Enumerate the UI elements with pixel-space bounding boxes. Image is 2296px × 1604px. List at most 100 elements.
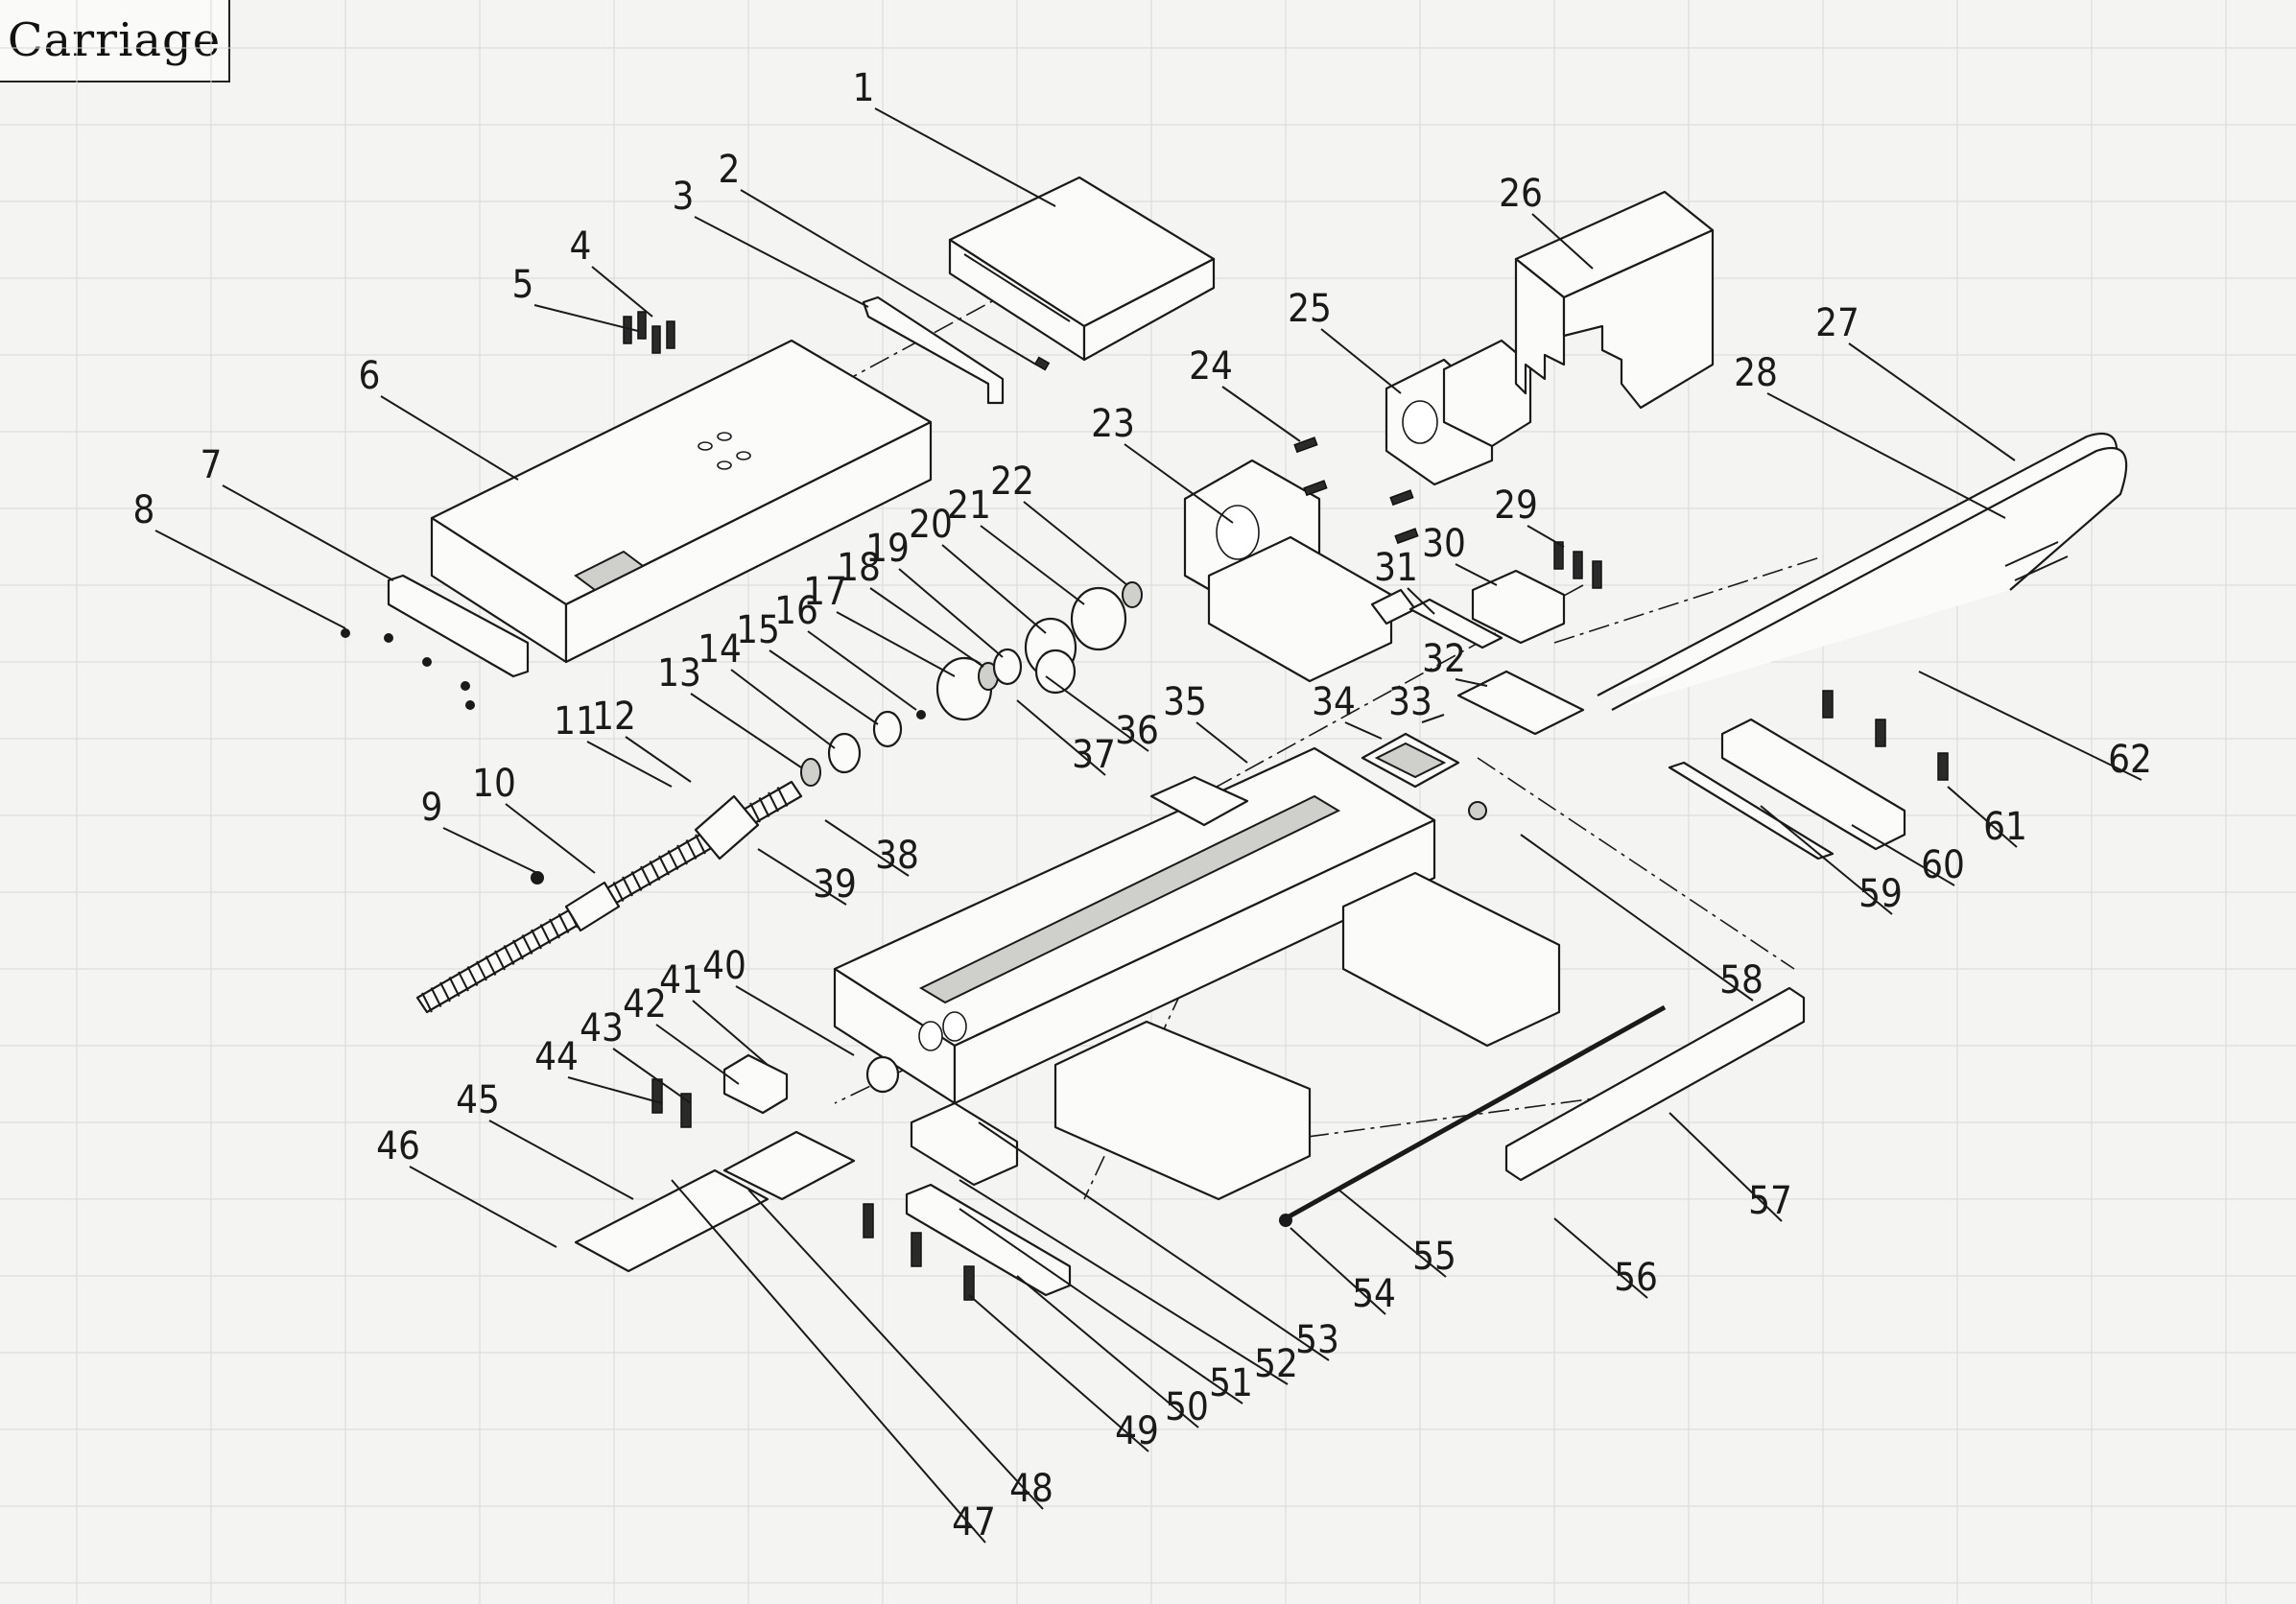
part-label-61: 61 [1983,805,2027,849]
leader-line-36 [1045,675,1149,752]
part-label-42: 42 [623,982,667,1026]
leader-line-11 [586,741,673,788]
leader-line-34 [1344,721,1383,740]
leader-line-10 [505,803,596,874]
part-6-housing [430,339,933,664]
part-label-3: 3 [673,175,695,219]
part-label-24: 24 [1189,344,1233,389]
part-label-40: 40 [702,944,746,988]
part-label-59: 59 [1858,872,1903,916]
leader-line-57 [1669,1112,1783,1222]
leader-line-52 [959,1179,1289,1385]
leader-line-42 [655,1024,740,1085]
leader-line-45 [488,1120,634,1200]
part-label-13: 13 [657,651,701,696]
leader-line-51 [959,1208,1243,1404]
leader-line-19 [898,568,1004,658]
leader-line-56 [1553,1217,1648,1299]
part-label-28: 28 [1734,351,1778,395]
part-label-18: 18 [837,546,881,590]
leader-line-33 [1421,714,1445,723]
leader-line-54 [1290,1227,1386,1315]
part-label-31: 31 [1374,546,1418,590]
leader-line-62 [1918,671,2142,781]
leader-line-24 [1221,386,1301,442]
leader-line-49 [968,1294,1149,1452]
part-25-motor [1385,339,1532,486]
part-label-50: 50 [1165,1385,1209,1429]
leader-line-50 [1016,1275,1199,1428]
part-label-16: 16 [774,589,818,633]
part-label-45: 45 [456,1078,500,1122]
part-label-47: 47 [952,1500,996,1545]
leader-line-35 [1195,721,1248,764]
leader-line-9 [442,827,538,874]
leader-line-25 [1320,328,1402,394]
leader-line-16 [807,630,917,711]
leader-line-6 [380,395,519,481]
part-label-2: 2 [719,148,741,192]
part-8-screws [341,628,475,710]
part-label-32: 32 [1422,637,1466,681]
leader-line-46 [409,1166,557,1248]
part-label-6: 6 [359,354,381,398]
part-label-48: 48 [1009,1467,1053,1511]
part-label-25: 25 [1288,287,1332,331]
leader-line-8 [154,530,346,629]
lower-parts-40-53 [574,1053,1072,1301]
leader-line-31 [1407,587,1435,615]
part-label-29: 29 [1494,484,1538,528]
part-label-52: 52 [1254,1342,1298,1386]
part-label-37: 37 [1072,733,1116,777]
part-label-14: 14 [698,627,742,672]
part-label-4: 4 [570,224,592,269]
part-label-35: 35 [1163,680,1207,724]
part-label-10: 10 [472,762,516,806]
leader-line-20 [941,544,1047,634]
leader-line-53 [978,1121,1330,1361]
part-label-49: 49 [1115,1409,1159,1453]
leader-line-7 [222,484,394,581]
part-label-39: 39 [813,862,857,907]
leader-line-14 [730,669,836,749]
leader-line-40 [735,985,855,1056]
leader-line-61 [1947,786,2018,848]
parts-32-33-34-plates [1361,670,1585,789]
leader-line-18 [869,587,984,668]
part-label-34: 34 [1312,680,1356,724]
leader-line-21 [980,525,1085,605]
part-label-38: 38 [875,834,919,878]
leader-line-47 [671,1179,986,1544]
part-label-30: 30 [1422,522,1466,566]
leader-line-1 [874,107,1056,207]
part-label-27: 27 [1815,301,1859,345]
leader-line-38 [824,819,910,877]
part-label-22: 22 [990,460,1034,504]
part-number-labels: 1234567891011121314151617181920212223242… [133,66,2152,1545]
part-label-8: 8 [133,488,155,532]
part-label-56: 56 [1614,1256,1658,1300]
part-label-15: 15 [736,608,780,652]
leader-line-39 [757,848,847,906]
callout-leaders [154,107,2142,1544]
part-label-9: 9 [421,786,443,830]
leader-line-12 [625,736,692,783]
leader-line-27 [1848,342,2016,461]
part-label-12: 12 [592,695,636,739]
gear-train-parts [800,581,1143,787]
part-label-11: 11 [554,699,598,743]
part-label-36: 36 [1115,709,1159,753]
part-10-ballscrew [415,780,803,1014]
part-label-62: 62 [2108,738,2152,782]
parts-27-28-cable-carrier [1597,432,2128,711]
part-label-19: 19 [865,527,910,571]
leader-line-37 [1016,699,1106,776]
part-label-60: 60 [1921,843,1965,887]
leader-line-48 [747,1189,1044,1510]
leader-line-5 [533,304,639,332]
part-label-7: 7 [201,443,223,487]
leader-line-17 [836,611,956,677]
part-label-41: 41 [659,958,703,1002]
part-label-46: 46 [376,1124,420,1168]
part-label-5: 5 [512,263,534,307]
